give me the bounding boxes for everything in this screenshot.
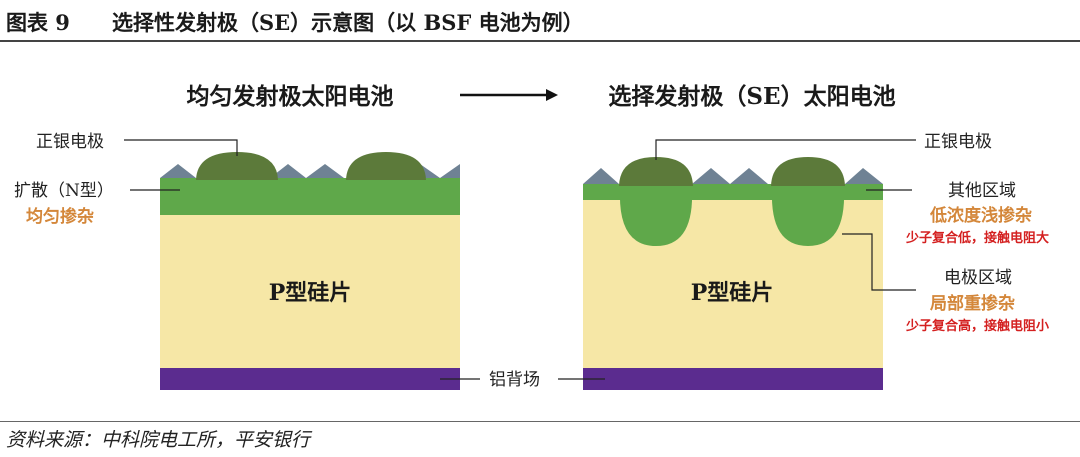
left-wafer-label: P型硅片	[269, 280, 352, 306]
right-heavy-doping-2	[771, 190, 845, 246]
source-note: 资料来源：中科院电工所，平安银行	[6, 429, 311, 451]
right-wafer-label: P型硅片	[691, 280, 774, 306]
left-electrode-2	[346, 152, 426, 180]
left-texture	[160, 164, 460, 178]
electrode-region-note: 少子复合高，接触电阻小	[905, 318, 1049, 334]
transition-arrow	[460, 89, 558, 101]
right-back-field	[583, 368, 883, 390]
right-electrode-2	[771, 157, 845, 186]
right-cell: P型硅片	[583, 157, 883, 390]
left-diffusion-sub: 均匀掺杂	[26, 206, 94, 227]
left-diffusion-label: 扩散（N型）	[14, 181, 114, 201]
back-field-label: 铝背场	[489, 370, 540, 390]
left-cell: P型硅片	[160, 152, 460, 390]
other-region-sub: 低浓度浅掺杂	[929, 205, 1032, 226]
bottom-rule	[0, 421, 1080, 422]
left-electrode-label: 正银电极	[36, 132, 104, 152]
electrode-region-sub: 局部重掺杂	[930, 293, 1015, 314]
left-electrode-leader	[124, 139, 238, 156]
right-electrode-label: 正银电极	[924, 132, 992, 152]
left-back-field	[160, 368, 460, 390]
figure-number: 图表 9	[6, 10, 70, 35]
right-heavy-doping-1	[619, 190, 693, 246]
electrode-region-label: 电极区域	[944, 268, 1012, 288]
other-region-note: 少子复合低，接触电阻大	[905, 230, 1049, 246]
left-electrode-1	[196, 152, 278, 180]
other-region-label: 其他区域	[948, 181, 1016, 201]
figure-caption: 选择性发射极（SE）示意图（以 BSF 电池为例）	[112, 10, 584, 35]
left-panel-title: 均匀发射极太阳电池	[187, 83, 394, 110]
right-texture	[583, 168, 883, 184]
right-panel-title: 选择发射极（SE）太阳电池	[608, 83, 895, 110]
top-rule	[0, 40, 1080, 42]
left-wafer	[160, 215, 460, 368]
right-electrode-leader	[655, 139, 916, 160]
right-electrode-1	[619, 157, 693, 186]
figure-title: 图表 9 选择性发射极（SE）示意图（以 BSF 电池为例）	[6, 8, 584, 38]
left-n-layer	[160, 178, 460, 215]
electrode-region-leader	[842, 233, 916, 291]
